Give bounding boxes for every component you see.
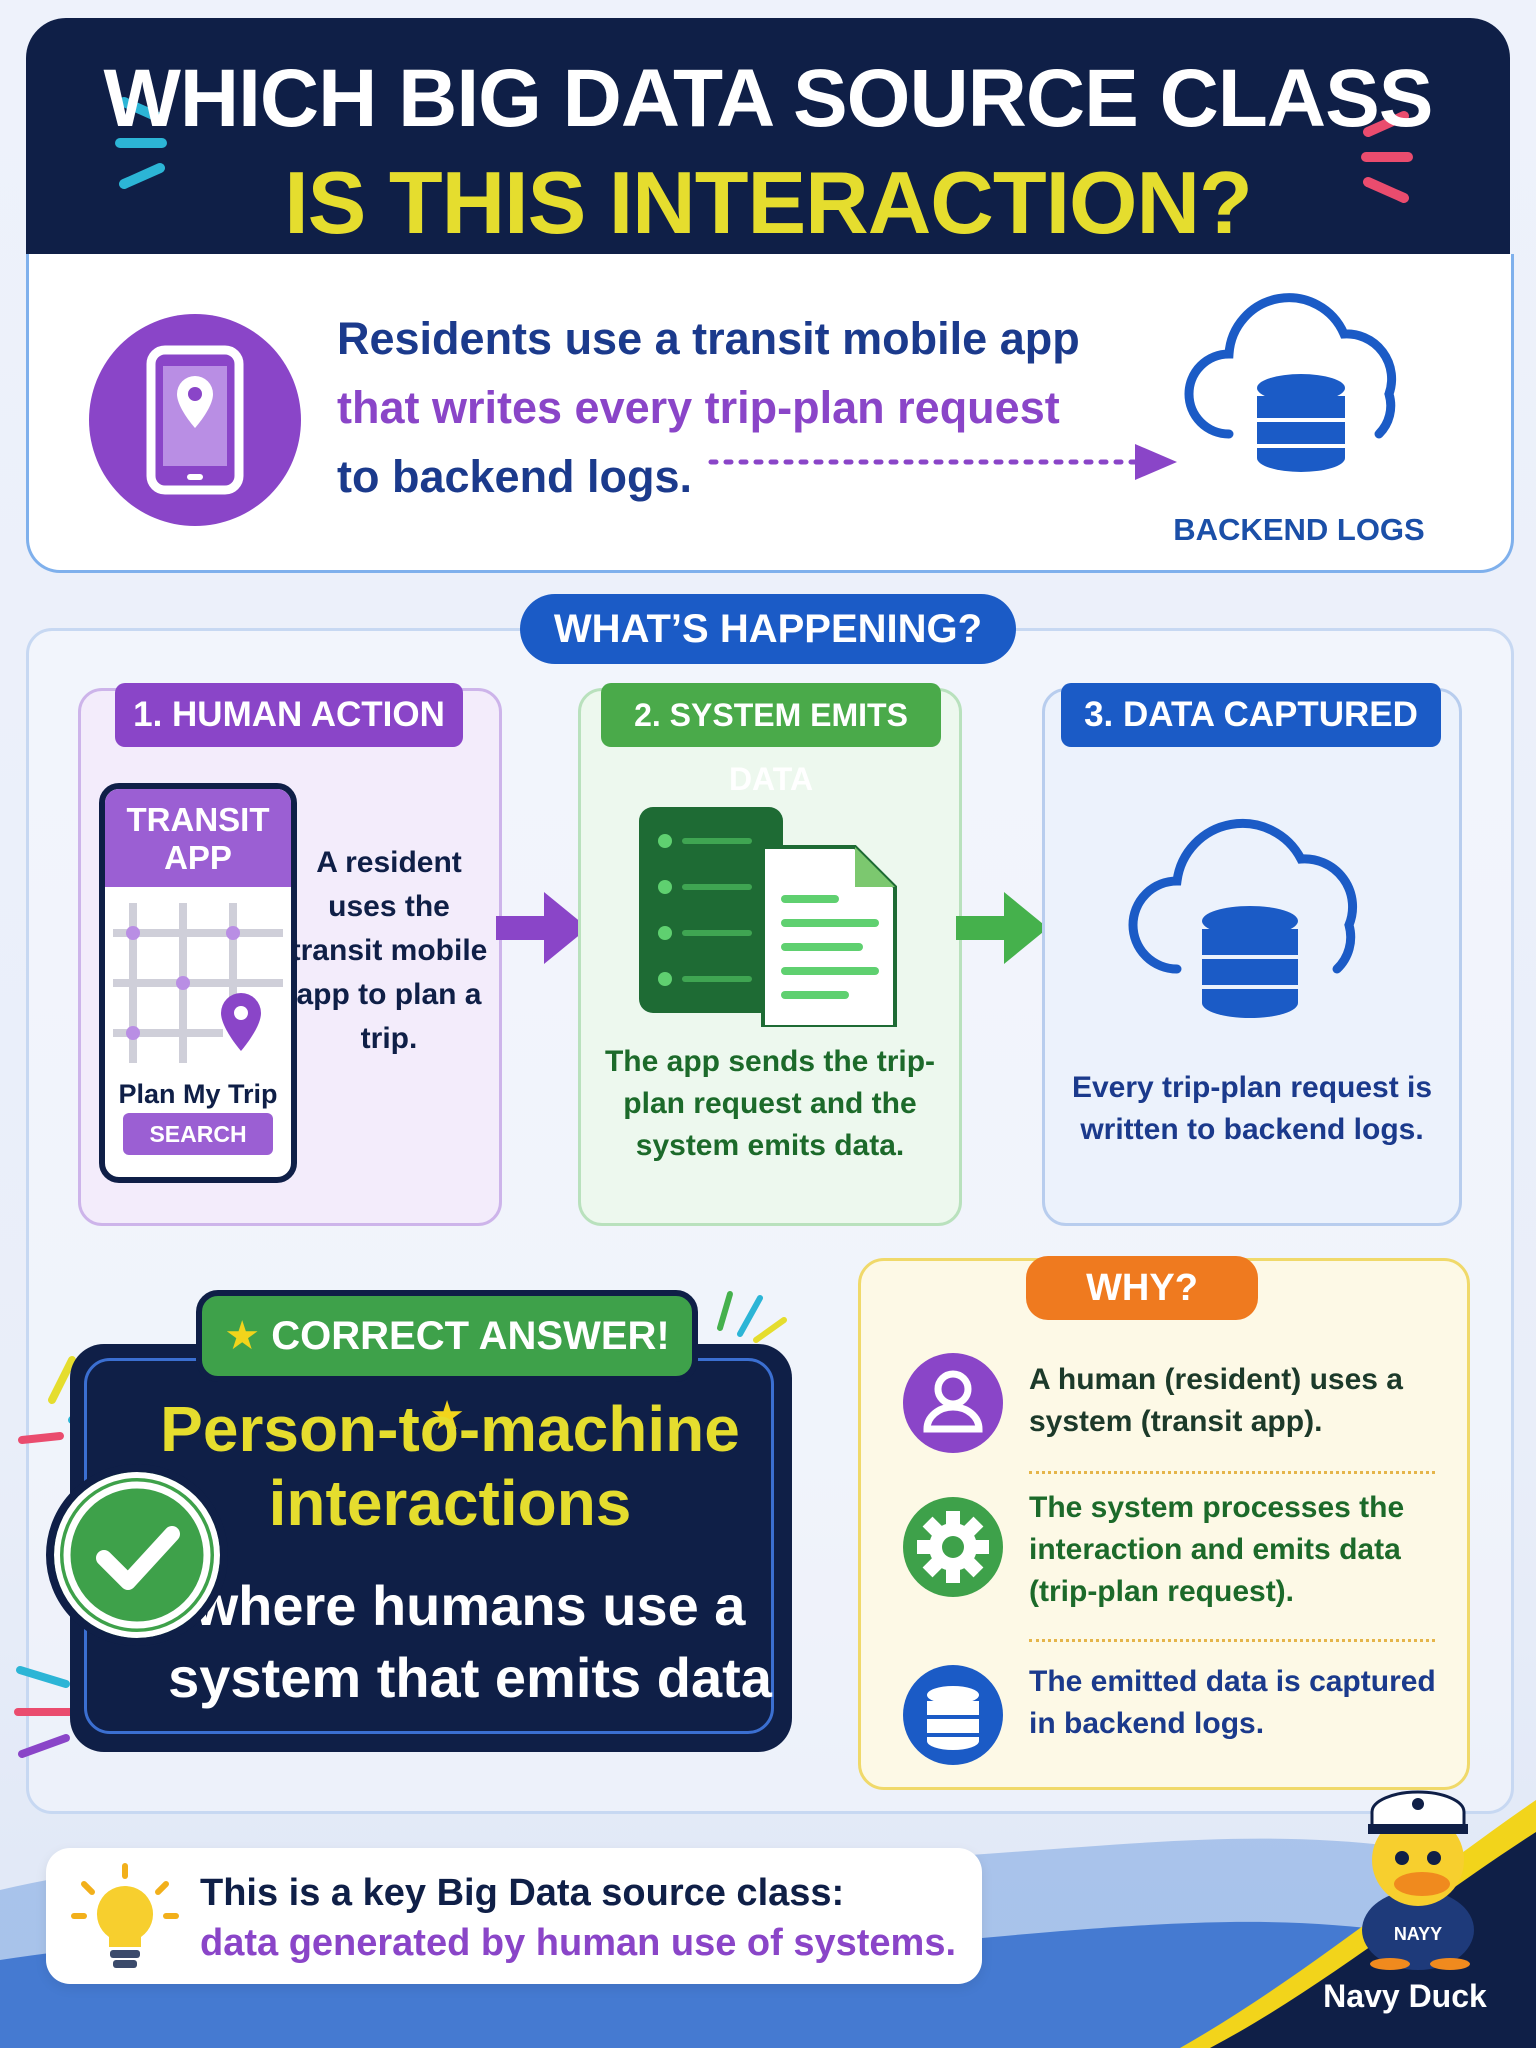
phone-app-title-line2: APP xyxy=(164,839,232,876)
cloud-database-icon xyxy=(1128,818,1358,1018)
divider xyxy=(1029,1639,1435,1642)
tip-line1: This is a key Big Data source class: xyxy=(200,1872,845,1914)
correct-answer-label: CORRECT ANSWER! xyxy=(271,1314,670,1358)
step-label: 3. DATA CAPTURED xyxy=(1061,683,1441,747)
why-item-text: The emitted data is captured in backend … xyxy=(1029,1665,1436,1740)
backend-logs-label: BACKEND LOGS xyxy=(1173,512,1425,547)
scenario-line2: that writes every trip-plan request xyxy=(337,382,1060,433)
tip-card: This is a key Big Data source class: dat… xyxy=(46,1848,982,1984)
cloud-database-icon xyxy=(1184,293,1397,472)
step-data-captured: 3. DATA CAPTURED Every trip-plan request… xyxy=(1042,683,1462,1226)
step-label: 1. HUMAN ACTION xyxy=(115,683,463,747)
correct-answer-badge: ★ CORRECT ANSWER! ★ xyxy=(196,1290,698,1438)
page-title-line1: WHICH BIG DATA SOURCE CLASS xyxy=(103,53,1433,144)
answer-title: Person-to-machine interactions xyxy=(130,1392,770,1540)
confetti-icon xyxy=(14,1666,74,1758)
scenario-line3: to backend logs. xyxy=(337,451,693,502)
star-icon: ★ xyxy=(429,1394,465,1438)
whats-happening-title: WHAT’S HAPPENING? xyxy=(520,594,1016,664)
database-icon xyxy=(903,1665,1003,1765)
dotted-arrow-icon xyxy=(708,444,1177,480)
why-card: A human (resident) uses a system (transi… xyxy=(858,1258,1470,1790)
scenario-card: Residents use a transit mobile app that … xyxy=(26,254,1514,573)
why-item-text: A human (resident) uses a system (transi… xyxy=(1029,1363,1403,1438)
step-label: 2. SYSTEM EMITS DATA xyxy=(601,683,941,797)
mascot-shirt-text: NAYY xyxy=(1394,1924,1442,1944)
arrow-right-icon xyxy=(956,892,1048,964)
phone-app-title: TRANSIT APP xyxy=(105,789,291,887)
scenario-line1: Residents use a transit mobile app xyxy=(337,313,1080,364)
header-banner: WHICH BIG DATA SOURCE CLASS IS THIS INTE… xyxy=(26,18,1510,262)
step-system-emits-data: 2. SYSTEM EMITS DATA The app sends the t… xyxy=(578,683,962,1226)
mascot-name: Navy Duck xyxy=(1323,1978,1487,2014)
lightbulb-icon xyxy=(71,1863,179,1968)
person-icon xyxy=(903,1353,1003,1453)
answer-subtitle-line2: system that emits data xyxy=(168,1646,772,1709)
tip-line2: data generated by human use of systems. xyxy=(200,1922,957,1964)
checkmark-icon xyxy=(46,1464,228,1646)
answer-title-line2: interactions xyxy=(268,1467,632,1539)
plan-my-trip-label: Plan My Trip xyxy=(118,1079,278,1109)
answer-title-line1: Person-to-machine xyxy=(160,1393,740,1465)
right-burst-icon xyxy=(1361,111,1413,203)
phone-app-title-line1: TRANSIT xyxy=(126,801,270,838)
transit-app-phone: TRANSIT APP Plan My Trip SEARCH xyxy=(99,783,297,1183)
phone-location-icon xyxy=(89,314,301,526)
step-description: A resident uses the transit mobile app t… xyxy=(290,846,488,1055)
confetti-icon xyxy=(717,1291,787,1343)
arrow-right-icon xyxy=(496,892,588,964)
map-icon xyxy=(113,903,283,1063)
step-description: Every trip-plan request is written to ba… xyxy=(1071,1071,1433,1146)
server-document-icon xyxy=(639,807,897,1027)
why-item-text: The system processes the interaction and… xyxy=(1029,1491,1405,1608)
page-title-line2: IS THIS INTERACTION? xyxy=(284,153,1253,252)
search-button[interactable]: SEARCH xyxy=(123,1113,273,1155)
divider xyxy=(1029,1471,1435,1474)
answer-subtitle: where humans use a system that emits dat… xyxy=(150,1570,790,1714)
why-title: WHY? xyxy=(1026,1256,1258,1320)
gear-icon xyxy=(903,1497,1003,1597)
navy-duck-mascot-icon: NAYY xyxy=(1362,1790,1474,1970)
star-icon: ★ xyxy=(224,1314,261,1358)
step-description: The app sends the trip-plan request and … xyxy=(604,1045,936,1162)
step-human-action: 1. HUMAN ACTION TRANSIT APP Plan My Trip… xyxy=(78,683,502,1226)
left-burst-icon xyxy=(115,97,167,189)
scenario-text: Residents use a transit mobile app that … xyxy=(337,304,1097,511)
answer-subtitle-line1: where humans use a xyxy=(194,1574,746,1637)
